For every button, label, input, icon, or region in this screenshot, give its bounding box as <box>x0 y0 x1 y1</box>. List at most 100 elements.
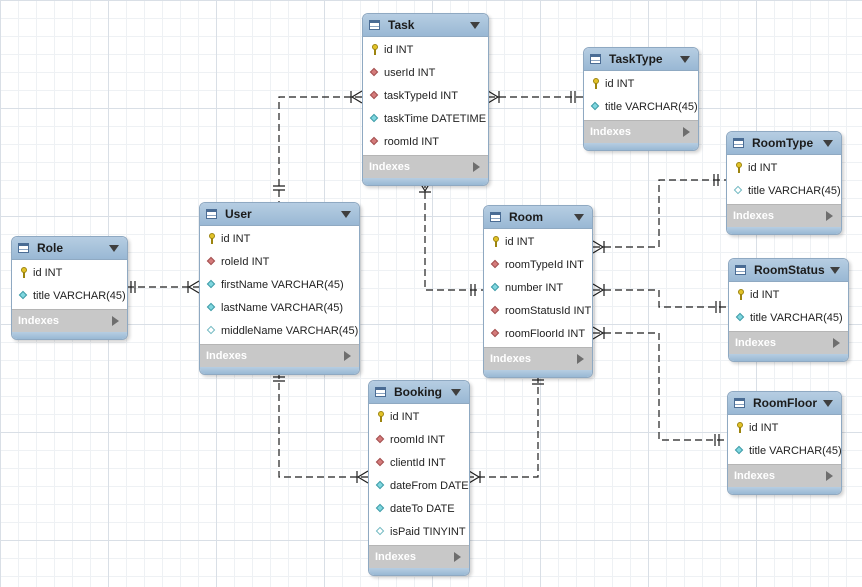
indexes-bar[interactable]: Indexes <box>484 347 592 370</box>
entity-header[interactable]: Booking <box>369 381 469 404</box>
expand-arrow-icon[interactable] <box>112 316 119 326</box>
column-row[interactable]: middleName VARCHAR(45) <box>200 319 359 342</box>
column-label: taskTime DATETIME <box>384 112 487 125</box>
column-row[interactable]: taskTypeId INT <box>363 84 488 107</box>
expand-arrow-icon[interactable] <box>454 552 461 562</box>
entity-name: TaskType <box>609 52 663 66</box>
indexes-bar[interactable]: Indexes <box>369 545 469 568</box>
column-row[interactable]: userId INT <box>363 61 488 84</box>
entity-roomtype[interactable]: RoomType id INT title VARCHAR(45) Indexe… <box>726 131 842 235</box>
column-label: id INT <box>505 235 535 248</box>
expand-arrow-icon[interactable] <box>826 471 833 481</box>
table-icon <box>18 243 29 253</box>
column-row[interactable]: title VARCHAR(45) <box>729 306 848 329</box>
column-row[interactable]: roomId INT <box>369 428 469 451</box>
column-row[interactable]: roleId INT <box>200 250 359 273</box>
entity-header[interactable]: RoomType <box>727 132 841 155</box>
indexes-bar[interactable]: Indexes <box>200 344 359 367</box>
column-row[interactable]: dateTo DATE <box>369 497 469 520</box>
column-row[interactable]: title VARCHAR(45) <box>584 95 698 118</box>
primary-key-icon <box>590 78 601 89</box>
entity-header[interactable]: RoomStatus <box>729 259 848 282</box>
column-row[interactable]: taskTime DATETIME <box>363 107 488 130</box>
collapse-arrow-icon[interactable] <box>470 21 480 29</box>
column-row[interactable]: roomTypeId INT <box>484 253 592 276</box>
entity-room[interactable]: Room id INT roomTypeId INT number INT ro… <box>483 205 593 378</box>
collapse-arrow-icon[interactable] <box>574 213 584 221</box>
column-row[interactable]: roomStatusId INT <box>484 299 592 322</box>
collapse-arrow-icon[interactable] <box>451 388 461 396</box>
column-row[interactable]: clientId INT <box>369 451 469 474</box>
expand-arrow-icon[interactable] <box>826 211 833 221</box>
not-null-column-icon <box>18 290 29 301</box>
entity-booking[interactable]: Booking id INT roomId INT clientId INT d… <box>368 380 470 576</box>
entity-header[interactable]: Role <box>12 237 127 260</box>
column-row[interactable]: id INT <box>729 283 848 306</box>
column-row[interactable]: number INT <box>484 276 592 299</box>
column-row[interactable]: firstName VARCHAR(45) <box>200 273 359 296</box>
column-row[interactable]: id INT <box>728 416 841 439</box>
nullable-column-icon <box>206 325 217 336</box>
column-row[interactable]: dateFrom DATE <box>369 474 469 497</box>
not-null-column-icon <box>369 113 380 124</box>
collapse-arrow-icon[interactable] <box>109 244 119 252</box>
indexes-bar[interactable]: Indexes <box>584 120 698 143</box>
collapse-arrow-icon[interactable] <box>830 266 840 274</box>
expand-arrow-icon[interactable] <box>577 354 584 364</box>
indexes-bar[interactable]: Indexes <box>12 309 127 332</box>
not-null-column-icon <box>206 279 217 290</box>
entity-header[interactable]: Room <box>484 206 592 229</box>
entity-header[interactable]: Task <box>363 14 488 37</box>
column-row[interactable]: roomId INT <box>363 130 488 153</box>
relationship-task-room <box>418 180 483 296</box>
column-label: title VARCHAR(45) <box>748 184 841 197</box>
indexes-bar[interactable]: Indexes <box>729 331 848 354</box>
relationship-task-user <box>273 90 363 203</box>
table-icon <box>369 20 380 30</box>
entity-task[interactable]: Task id INT userId INT taskTypeId INT ta… <box>362 13 489 186</box>
entity-header[interactable]: TaskType <box>584 48 698 71</box>
entity-footer <box>727 227 841 234</box>
expand-arrow-icon[interactable] <box>344 351 351 361</box>
column-row[interactable]: id INT <box>363 38 488 61</box>
column-row[interactable]: title VARCHAR(45) <box>728 439 841 462</box>
column-row[interactable]: id INT <box>484 230 592 253</box>
relationship-booking-user <box>273 372 369 484</box>
column-row[interactable]: isPaid TINYINT <box>369 520 469 543</box>
column-row[interactable]: id INT <box>12 261 127 284</box>
expand-arrow-icon[interactable] <box>833 338 840 348</box>
entity-roomfloor[interactable]: RoomFloor id INT title VARCHAR(45) Index… <box>727 391 842 495</box>
column-label: firstName VARCHAR(45) <box>221 278 344 291</box>
expand-arrow-icon[interactable] <box>683 127 690 137</box>
column-row[interactable]: id INT <box>200 227 359 250</box>
indexes-bar[interactable]: Indexes <box>728 464 841 487</box>
entity-footer <box>728 487 841 494</box>
entity-footer <box>729 354 848 361</box>
column-row[interactable]: id INT <box>369 405 469 428</box>
entity-header[interactable]: User <box>200 203 359 226</box>
column-row[interactable]: lastName VARCHAR(45) <box>200 296 359 319</box>
entity-roomstatus[interactable]: RoomStatus id INT title VARCHAR(45) Inde… <box>728 258 849 362</box>
collapse-arrow-icon[interactable] <box>680 55 690 63</box>
entity-header[interactable]: RoomFloor <box>728 392 841 415</box>
entity-user[interactable]: User id INT roleId INT firstName VARCHAR… <box>199 202 360 375</box>
column-row[interactable]: title VARCHAR(45) <box>12 284 127 307</box>
collapse-arrow-icon[interactable] <box>341 210 351 218</box>
column-row[interactable]: roomFloorId INT <box>484 322 592 345</box>
relationship-room-roomstatus <box>592 283 728 313</box>
primary-key-icon <box>734 422 745 433</box>
collapse-arrow-icon[interactable] <box>823 399 833 407</box>
indexes-bar[interactable]: Indexes <box>363 155 488 178</box>
primary-key-icon <box>733 162 744 173</box>
not-null-column-icon <box>735 312 746 323</box>
entity-role[interactable]: Role id INT title VARCHAR(45) Indexes <box>11 236 128 340</box>
entity-tasktype[interactable]: TaskType id INT title VARCHAR(45) Indexe… <box>583 47 699 151</box>
column-row[interactable]: title VARCHAR(45) <box>727 179 841 202</box>
expand-arrow-icon[interactable] <box>473 162 480 172</box>
column-row[interactable]: id INT <box>584 72 698 95</box>
foreign-key-icon <box>369 90 380 101</box>
collapse-arrow-icon[interactable] <box>823 139 833 147</box>
indexes-bar[interactable]: Indexes <box>727 204 841 227</box>
primary-key-icon <box>490 236 501 247</box>
column-row[interactable]: id INT <box>727 156 841 179</box>
